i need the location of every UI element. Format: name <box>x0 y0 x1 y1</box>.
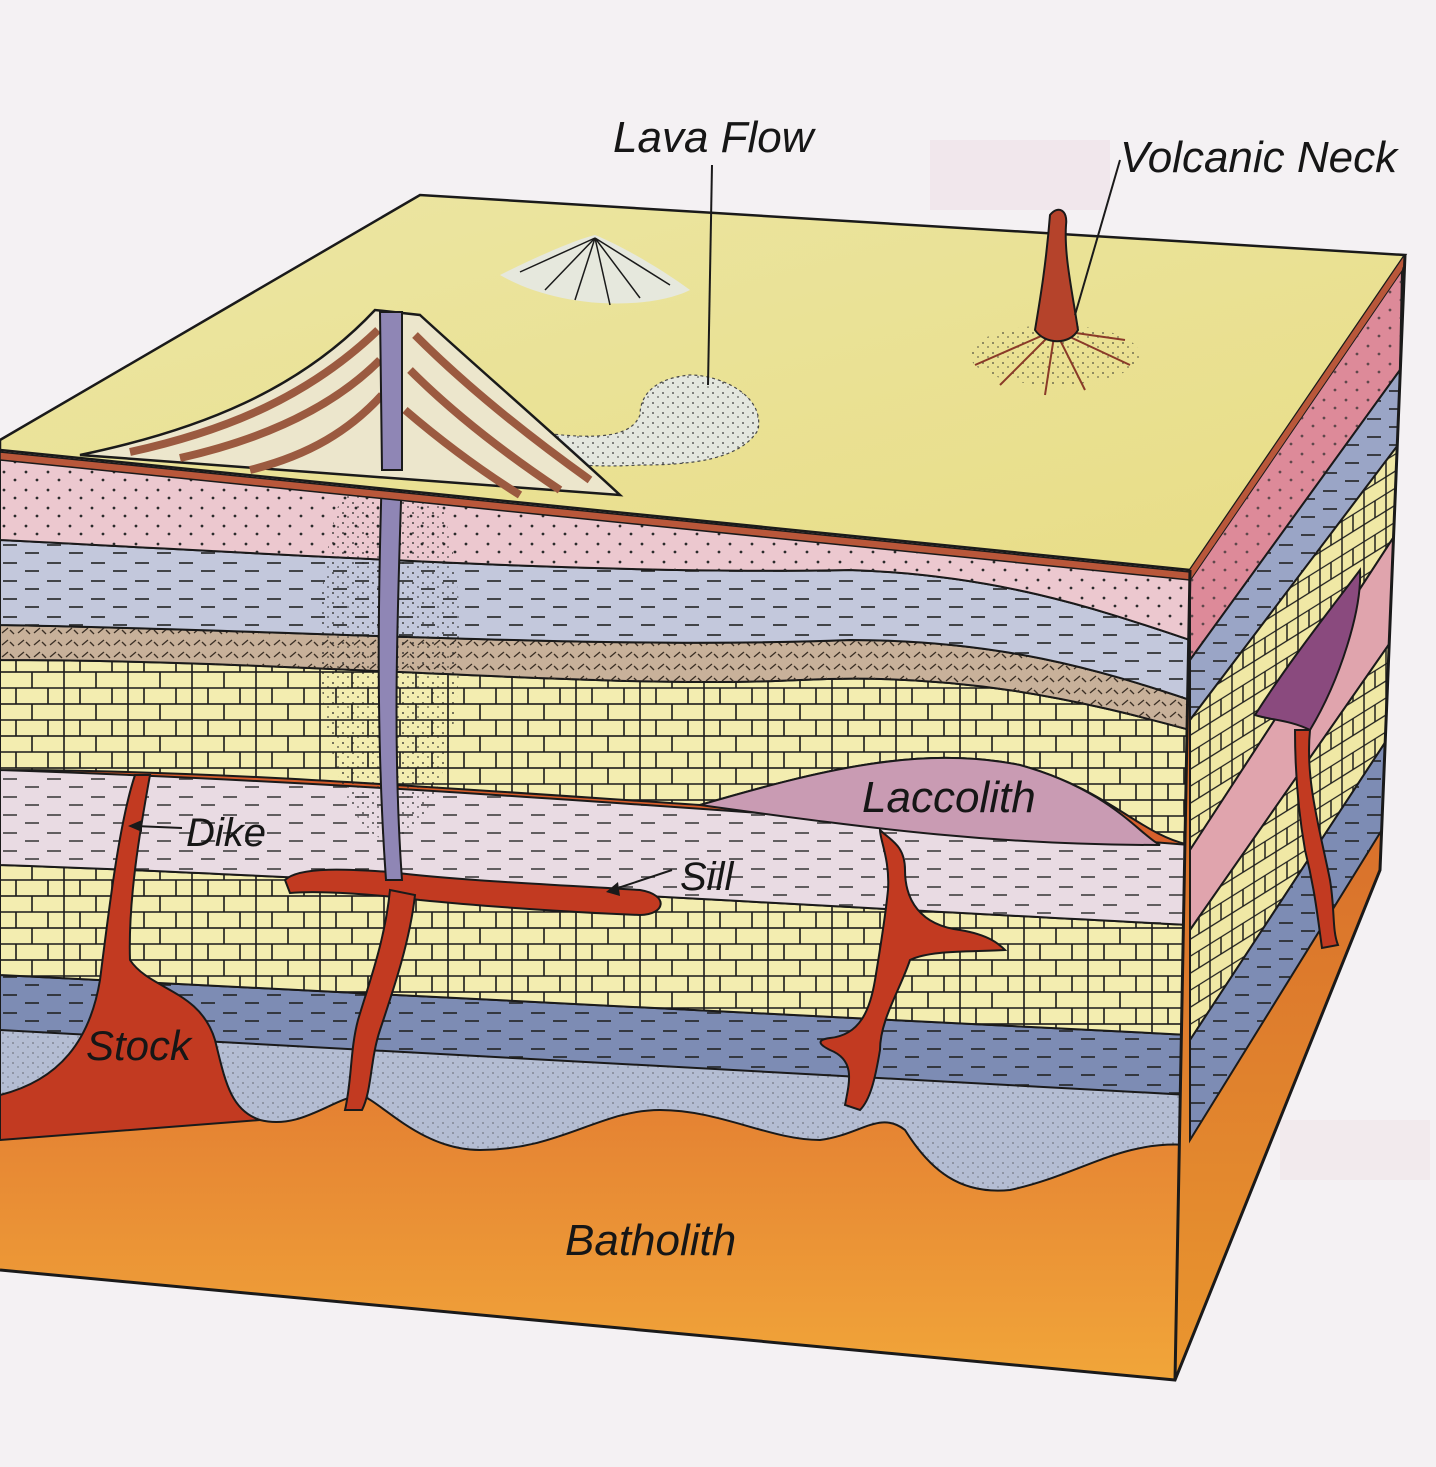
volcanic-neck-leader <box>1074 159 1121 316</box>
stock-body <box>0 774 261 1142</box>
lava-flow-leader <box>707 164 713 386</box>
dike-leader <box>134 825 183 829</box>
laccolith-body <box>699 756 1161 846</box>
laccolith-feeder <box>819 827 1008 1112</box>
side-feeder <box>1293 729 1340 950</box>
volcanic-neck-label: Volcanic Neck <box>1120 133 1399 182</box>
volcanic-neck <box>970 208 1140 396</box>
sill-arrowhead <box>606 882 620 896</box>
laccolith-label: Laccolith <box>862 773 1036 822</box>
sill-feeder <box>343 888 417 1111</box>
cinder-cone <box>500 235 690 306</box>
front-face <box>0 450 1190 1380</box>
dike-label: Dike <box>186 811 266 855</box>
lava-flow-label: Lava Flow <box>613 113 817 162</box>
stratovolcano <box>79 308 624 499</box>
side-laccolith <box>1253 567 1362 732</box>
stock-label: Stock <box>86 1022 193 1069</box>
top-surface <box>0 193 1408 580</box>
magma-intrusions <box>0 774 1008 1142</box>
batholith-label: Batholith <box>565 1216 736 1265</box>
volcano-vent-conduit <box>377 469 404 881</box>
leader-lines <box>134 159 1121 891</box>
side-face <box>1175 255 1405 1380</box>
sill-label: Sill <box>680 855 734 899</box>
block-outline <box>0 254 1407 1382</box>
sill-leader <box>611 869 673 891</box>
dike-arrowhead <box>128 820 142 832</box>
